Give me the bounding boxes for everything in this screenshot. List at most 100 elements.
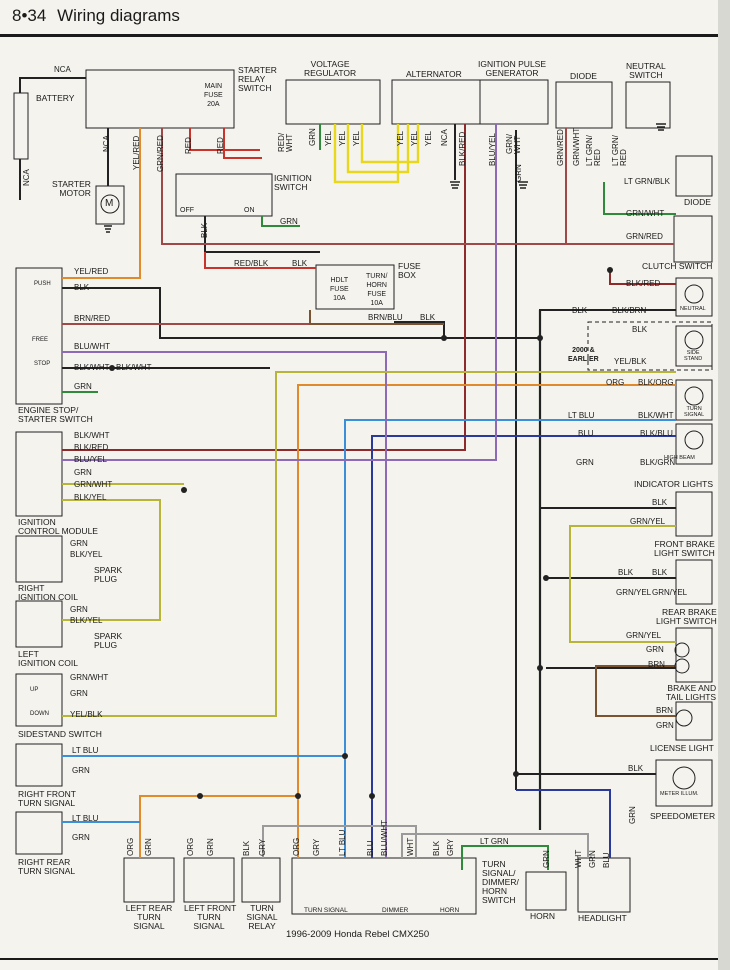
wire-yel-red <box>62 128 141 279</box>
wl-brn-2: BRN <box>656 706 673 715</box>
diagram-caption: 1996-2009 Honda Rebel CMX250 <box>286 929 430 940</box>
vl-yel-red: YEL/RED <box>132 135 141 170</box>
earlier-dashed-box <box>587 321 713 371</box>
lf-turn-label: LEFT FRONT TURN SIGNAL <box>184 903 237 931</box>
wl-blu-wht: BLU/WHT <box>74 342 110 351</box>
wl-blk-org: BLK/ORG <box>638 378 674 387</box>
rf-turn-label: RIGHT FRONT TURN SIGNAL <box>18 789 76 808</box>
indicator-lights-label: INDICATOR LIGHTS <box>634 479 714 489</box>
turn-signal-sw-label: TURN SIGNAL <box>304 907 348 914</box>
vl-grn-wht-2: GRN/WHT <box>572 127 581 166</box>
sidestand-switch-label: SIDESTAND SWITCH <box>18 729 102 739</box>
stop-label: STOP <box>34 361 51 367</box>
vl-nca-3: NCA <box>440 129 449 146</box>
vl-blk-red: BLK/RED <box>458 131 467 166</box>
page-number: 8•34 <box>12 6 47 25</box>
wl-org: ORG <box>606 378 625 387</box>
wl-yel-red: YEL/RED <box>74 267 109 276</box>
brake-tail-box <box>675 627 713 683</box>
wl-blu: BLU <box>578 429 594 438</box>
wl-grn-2: GRN <box>74 468 92 477</box>
up-label: UP <box>30 687 39 693</box>
front-brake-label: FRONT BRAKE LIGHT SWITCH <box>654 539 715 558</box>
turn-ind-label: TURN SIGNAL <box>684 406 705 418</box>
wiring-diagram <box>13 69 713 915</box>
wl-lt-grn-blk: LT GRN/BLK <box>624 177 670 186</box>
neutral-switch-box <box>625 81 671 129</box>
diode-right-box <box>675 155 713 197</box>
wire-org-lr <box>139 795 298 858</box>
wire-yel-blk <box>62 371 676 717</box>
vl-grn-1: GRN <box>308 128 317 146</box>
right-coil-label: RIGHT IGNITION COIL <box>18 583 78 602</box>
vl-blu-yel: BLU/YEL <box>488 133 497 166</box>
vl-red-2: RED <box>216 137 225 154</box>
wl-blk-3: BLK <box>420 313 436 322</box>
wl-red-blk: RED/BLK <box>234 259 269 268</box>
license-box <box>675 701 713 741</box>
ignition-switch-label: IGNITION SWITCH <box>274 173 312 192</box>
vl-grn-lf: GRN <box>206 838 215 856</box>
wl-blk-5: BLK <box>632 325 648 334</box>
speedometer-label: SPEEDOMETER <box>650 811 716 821</box>
page-title: Wiring diagrams <box>57 6 180 25</box>
wire-grn-ign <box>261 216 300 227</box>
vl-blk-hs: BLK <box>432 840 441 856</box>
wire-blk-red <box>62 124 466 451</box>
wl-grn-8: GRN <box>576 458 594 467</box>
meter-illum-label: METER ILLUM. <box>660 791 699 797</box>
wl-yel-blk-2: YEL/BLK <box>614 357 647 366</box>
wl-blk-wht-4: BLK/WHT <box>638 411 674 420</box>
vl-lt-grn-red-2: LT GRN/ RED <box>611 135 628 166</box>
diode-right-label: DIODE <box>684 197 711 207</box>
vl-org-1: ORG <box>126 837 135 856</box>
starter-relay-box <box>85 69 235 129</box>
wl-grn-yel-1: GRN/YEL <box>630 517 666 526</box>
wl-blk-6: BLK <box>652 498 668 507</box>
diode-top-label: DIODE <box>570 71 597 81</box>
vl-grn-horn: GRN <box>542 850 551 868</box>
fuse-box <box>315 264 395 310</box>
bottom-rule <box>0 958 718 960</box>
starter-motor-box <box>95 185 125 225</box>
horn-box <box>525 871 567 911</box>
left-coil-label: LEFT IGNITION COIL <box>18 649 78 668</box>
turn-fuse-label: TURN/ HORN FUSE 10A <box>366 273 388 307</box>
wl-lt-grn: LT GRN <box>480 837 509 846</box>
wl-blu-yel: BLU/YEL <box>74 455 107 464</box>
turn-ind-box <box>675 379 713 421</box>
vl-grn-lr: GRN <box>144 838 153 856</box>
wl-blk-wht-2: BLK/WHT <box>116 363 152 372</box>
wire-red-1 <box>189 128 260 151</box>
vl-blu-wht: BLU/WHT <box>380 820 389 856</box>
wl-grn-7: GRN <box>72 833 90 842</box>
wl-lt-blu-1: LT BLU <box>72 746 99 755</box>
speedometer-box <box>655 759 713 807</box>
highbeam-ind-box <box>675 423 713 465</box>
vl-blu-1: BLU <box>366 840 375 856</box>
pulse-generator-box <box>479 79 549 125</box>
wl-grn-1: GRN <box>74 382 92 391</box>
headlight-box <box>577 857 631 913</box>
wire-brn-blu <box>309 310 444 325</box>
starter-relay-label: STARTER RELAY SWITCH <box>238 65 277 93</box>
wl-blk-yel-1: BLK/YEL <box>74 493 107 502</box>
vl-yel-2: YEL <box>338 130 347 146</box>
starter-motor-label: STARTER MOTOR <box>52 179 91 198</box>
handlebar-switch-box <box>291 857 477 915</box>
front-brake-box <box>675 491 713 537</box>
license-label: LICENSE LIGHT <box>650 743 714 753</box>
engine-stop-label: ENGINE STOP/ STARTER SWITCH <box>18 405 93 424</box>
wl-blk-9: BLK <box>628 764 644 773</box>
wire-org <box>297 384 676 858</box>
right-coil-box <box>15 535 63 583</box>
spark-plug-2: SPARK PLUG <box>94 631 123 650</box>
wl-blk-red-2: BLK/RED <box>626 279 661 288</box>
battery-body <box>13 92 29 160</box>
rr-turn-label: RIGHT REAR TURN SIGNAL <box>18 857 76 876</box>
vl-nca-1: NCA <box>22 169 31 186</box>
wl-lt-blu-2: LT BLU <box>72 814 99 823</box>
clutch-switch-label: CLUTCH SWITCH <box>642 261 713 271</box>
motor-m: M <box>105 198 114 209</box>
spark-plug-1: SPARK PLUG <box>94 565 123 584</box>
